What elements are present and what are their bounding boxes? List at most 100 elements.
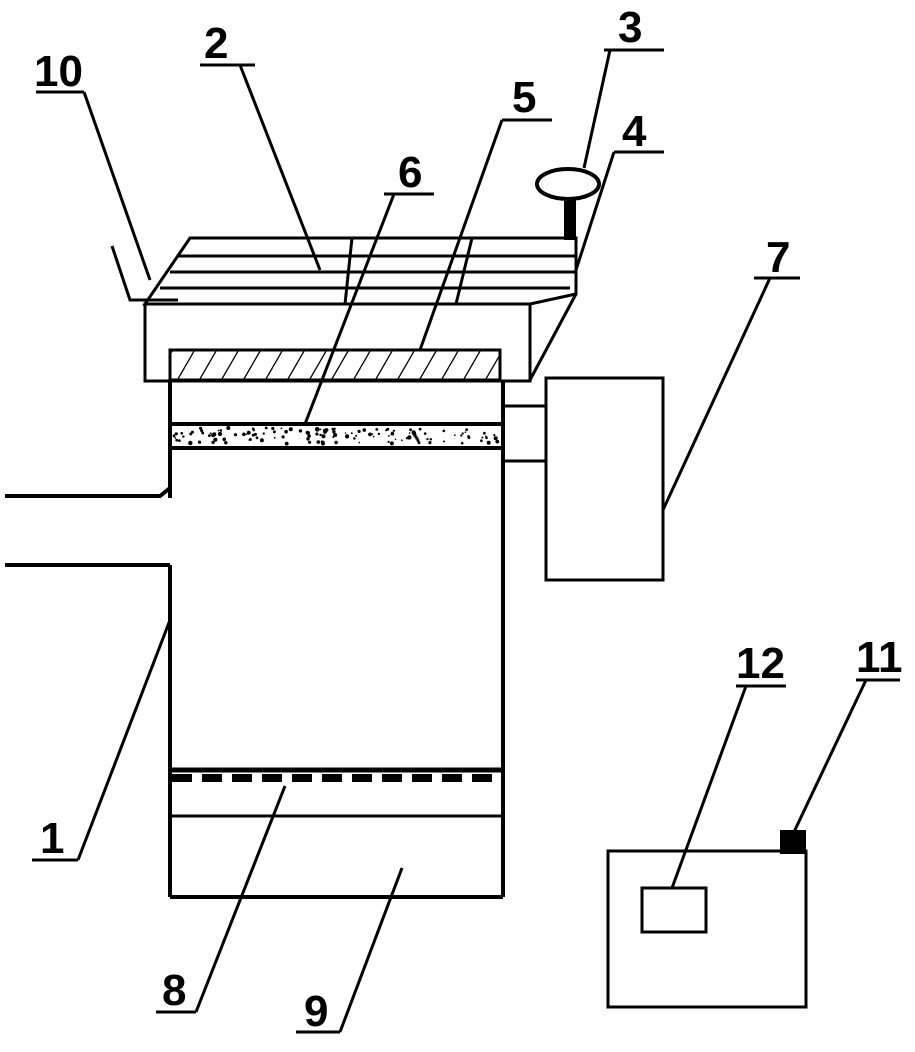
filter-dot [464, 431, 467, 434]
filter-dot [211, 440, 215, 445]
label-6: 6 [398, 148, 422, 197]
filter-dot [175, 438, 179, 442]
filter-dot [423, 432, 427, 435]
filter-dot [254, 432, 257, 436]
button-11 [780, 830, 806, 854]
filter-dot [319, 433, 322, 437]
label-12: 12 [736, 639, 785, 688]
filter-dot [316, 440, 321, 444]
filter-dot [408, 432, 411, 434]
filter-dot [483, 431, 486, 435]
label-10: 10 [34, 47, 83, 96]
filter-dot [371, 433, 374, 435]
label-4: 4 [622, 107, 647, 156]
vessel-body [168, 380, 505, 899]
filter-dot [390, 431, 395, 436]
filter-dot [461, 432, 464, 435]
filter-dot [314, 427, 320, 432]
filter-dot [315, 432, 319, 436]
filter-dot [409, 428, 412, 432]
filter-dot [306, 437, 310, 441]
filter-dot [209, 432, 212, 435]
knob [535, 167, 601, 240]
filter-dot [443, 440, 445, 443]
label-2: 2 [204, 19, 228, 68]
filter-dot [198, 441, 201, 444]
filter-dot [350, 432, 353, 435]
filter-dot [358, 441, 361, 444]
filter-dot [333, 427, 336, 430]
filter-dot [213, 437, 218, 442]
filter-dot [362, 428, 367, 432]
filter-dot [465, 428, 468, 432]
filter-dot [178, 439, 181, 442]
filter-dot [281, 435, 285, 439]
side-box [503, 376, 665, 582]
filter-dot [495, 439, 500, 444]
filter-dot [233, 433, 238, 437]
filter-dot [219, 429, 223, 432]
filter-dots [172, 426, 500, 446]
filter-dot [217, 431, 223, 437]
filter-dot [418, 427, 422, 431]
filter-dot [242, 432, 246, 437]
filter-dot [407, 435, 412, 440]
leader-lines [32, 48, 900, 1034]
filter-dot [319, 428, 322, 431]
filter-dot [174, 432, 178, 436]
filter-dot [288, 427, 293, 432]
filter-dot [485, 436, 488, 440]
filter-dot [188, 440, 193, 446]
filter-dot [460, 434, 463, 437]
filter-dot [385, 429, 388, 432]
filter-dot [414, 434, 417, 438]
filter-dot [332, 430, 336, 434]
filter-dot [259, 438, 264, 443]
filter-dot [428, 441, 432, 445]
filter-dot [494, 437, 497, 440]
filter-dot [280, 427, 283, 430]
label-9: 9 [304, 987, 328, 1036]
filter-dot [248, 438, 251, 441]
filter-dot [372, 435, 375, 438]
filter-dot [208, 434, 211, 437]
filter-dot [355, 434, 358, 437]
filter-dot [481, 436, 484, 439]
filter-dot [308, 440, 312, 444]
filter-dot [174, 437, 177, 439]
filter-dot [262, 432, 265, 435]
grid-plate [170, 767, 503, 818]
filter-layer [170, 422, 503, 450]
filter-dot [334, 440, 338, 445]
filter-dot [191, 430, 194, 434]
filter-dot [212, 432, 217, 437]
filter-dot [222, 437, 226, 442]
filter-dot [387, 435, 390, 437]
filter-dot [357, 429, 361, 433]
filter-dot [368, 432, 372, 437]
filter-dot [331, 427, 335, 431]
filter-dot [344, 432, 347, 434]
filter-dot [298, 429, 303, 433]
handle [110, 245, 178, 302]
filter-dot [453, 434, 456, 436]
filter-dot [429, 438, 432, 441]
filter-dot [416, 439, 420, 442]
label-11: 11 [856, 633, 903, 682]
filter-dot [255, 436, 259, 440]
filter-dot [400, 439, 403, 442]
control-box [606, 830, 808, 1009]
filter-dot [306, 431, 310, 435]
filter-dot [217, 429, 220, 432]
label-7: 7 [766, 233, 790, 282]
filter-dot [333, 433, 338, 437]
filter-dot [264, 426, 268, 430]
filter-dot [246, 430, 251, 435]
filter-dot [493, 434, 496, 437]
filter-dot [442, 429, 446, 433]
filter-dot [467, 436, 471, 439]
filter-dot [375, 428, 379, 431]
filter-dot [387, 440, 390, 443]
filter-dot [460, 441, 464, 445]
